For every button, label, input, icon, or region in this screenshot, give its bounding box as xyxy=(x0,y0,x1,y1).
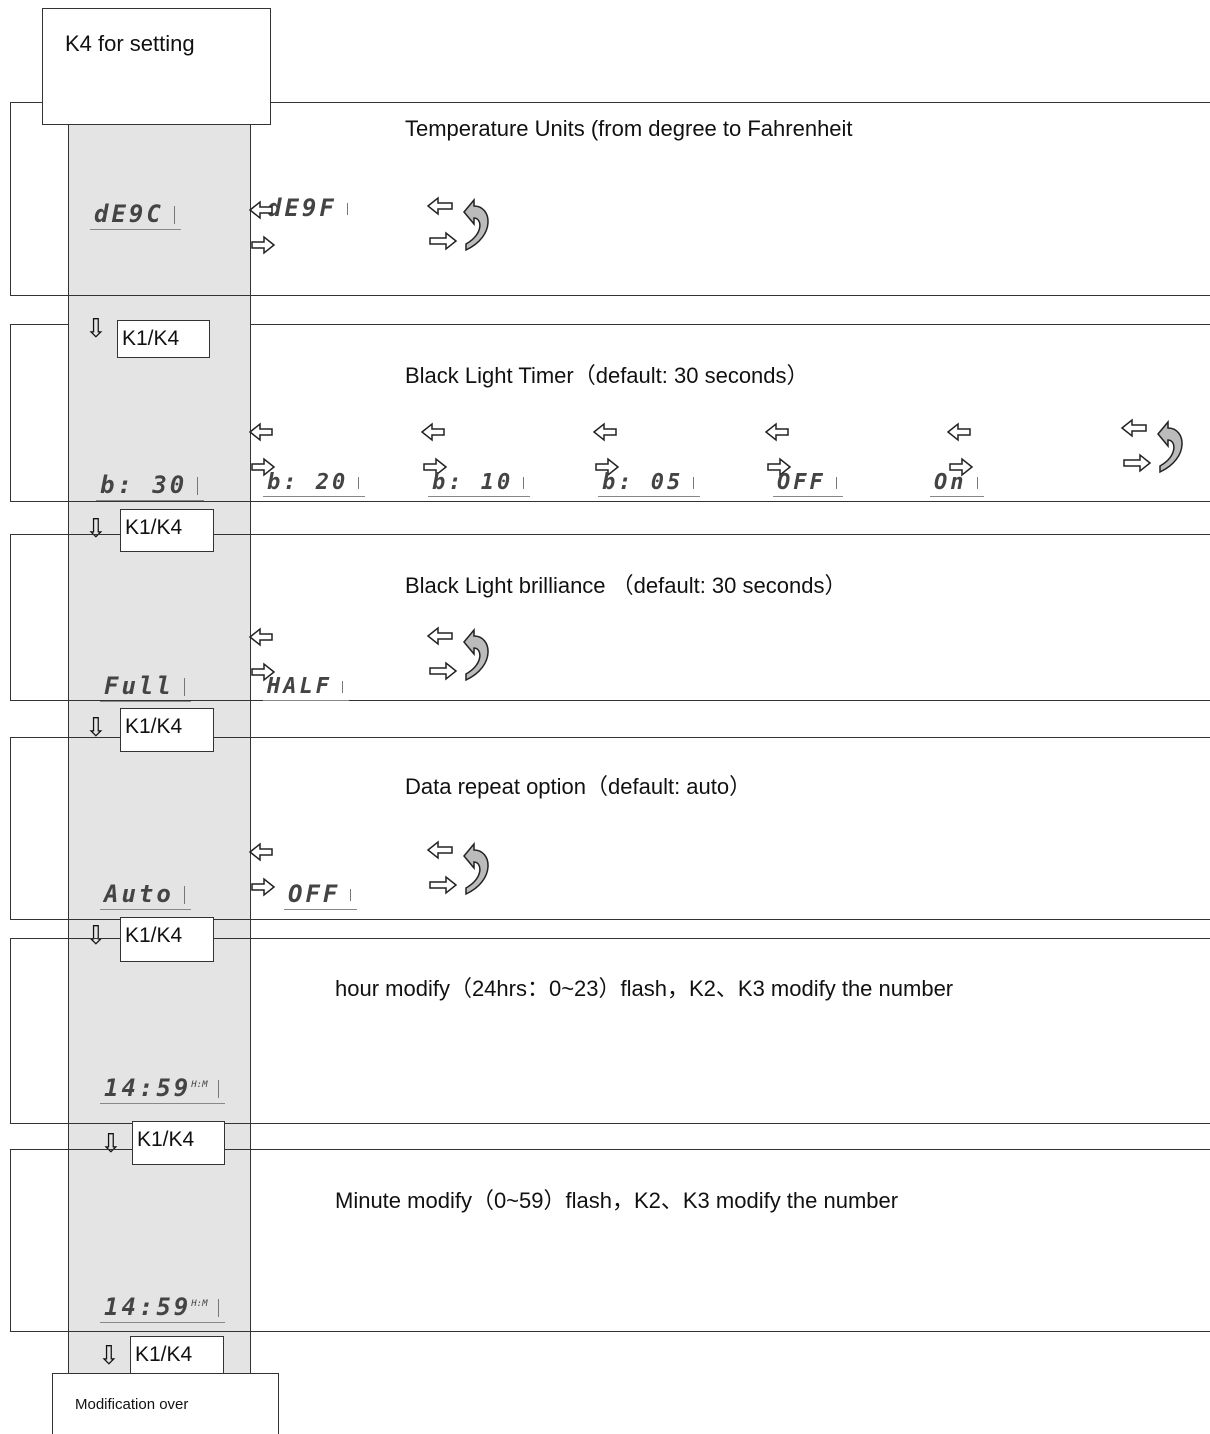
left-right-arrows-icon xyxy=(420,422,448,477)
panel-display: 14:59H:M xyxy=(100,1293,225,1323)
option-display: OFF xyxy=(284,880,358,910)
down-arrow-icon: ⇩ xyxy=(85,513,107,543)
left-right-arrows-icon xyxy=(764,422,792,477)
key-box: K1/K4 xyxy=(130,1336,224,1380)
down-arrow-icon: ⇩ xyxy=(98,1340,120,1370)
down-arrow-icon: ⇩ xyxy=(85,712,107,742)
panel-display: 14:59H:M xyxy=(100,1074,225,1104)
cycle-arrows-icon xyxy=(426,626,489,682)
end-box: Modification over xyxy=(52,1373,279,1434)
cycle-arrows-icon xyxy=(426,196,489,252)
panel-title: Black Light brilliance （default: 30 seco… xyxy=(405,573,847,598)
key-box: K1/K4 xyxy=(132,1121,225,1165)
panel-title: Black Light Timer（default: 30 seconds） xyxy=(405,363,809,388)
key-box: K1/K4 xyxy=(117,320,210,358)
option-display: b: 10 xyxy=(428,470,531,497)
panel-display: Full xyxy=(100,672,191,702)
start-label: K4 for setting xyxy=(65,31,195,56)
panel-title: Minute modify（0~59）flash，K2、K3 modify th… xyxy=(335,1188,899,1213)
key-box: K1/K4 xyxy=(120,509,214,552)
option-display: HALF xyxy=(263,674,349,701)
key-box: K1/K4 xyxy=(120,917,214,962)
left-right-arrows-icon xyxy=(248,842,276,897)
start-box: K4 for setting xyxy=(42,8,271,125)
panel-display: b: 30 xyxy=(96,471,205,501)
panel-title: hour modify（24hrs：0~23）flash，K2、K3 modif… xyxy=(335,976,954,1001)
panel-display: Auto xyxy=(100,880,191,910)
cycle-arrows-icon xyxy=(1120,418,1183,474)
cycle-arrows-icon xyxy=(426,840,489,896)
left-right-arrows-icon xyxy=(946,422,974,477)
option-display: On xyxy=(930,470,984,497)
left-right-arrows-icon xyxy=(248,200,276,255)
key-box: K1/K4 xyxy=(120,708,214,752)
panel-display: dE9C xyxy=(90,200,181,230)
option-display: OFF xyxy=(773,470,843,497)
down-arrow-icon: ⇩ xyxy=(85,920,107,950)
left-right-arrows-icon xyxy=(248,627,276,682)
panel-title: Data repeat option（default: auto） xyxy=(405,774,752,799)
option-display: b: 05 xyxy=(598,470,701,497)
left-right-arrows-icon xyxy=(592,422,620,477)
option-display: dE9F xyxy=(263,194,354,223)
end-label: Modification over xyxy=(75,1396,189,1413)
panel-title: Temperature Units (from degree to Fahren… xyxy=(405,116,853,141)
down-arrow-icon: ⇩ xyxy=(85,313,107,343)
down-arrow-icon: ⇩ xyxy=(100,1128,122,1158)
left-right-arrows-icon xyxy=(248,422,276,477)
option-display: b: 20 xyxy=(263,470,366,497)
